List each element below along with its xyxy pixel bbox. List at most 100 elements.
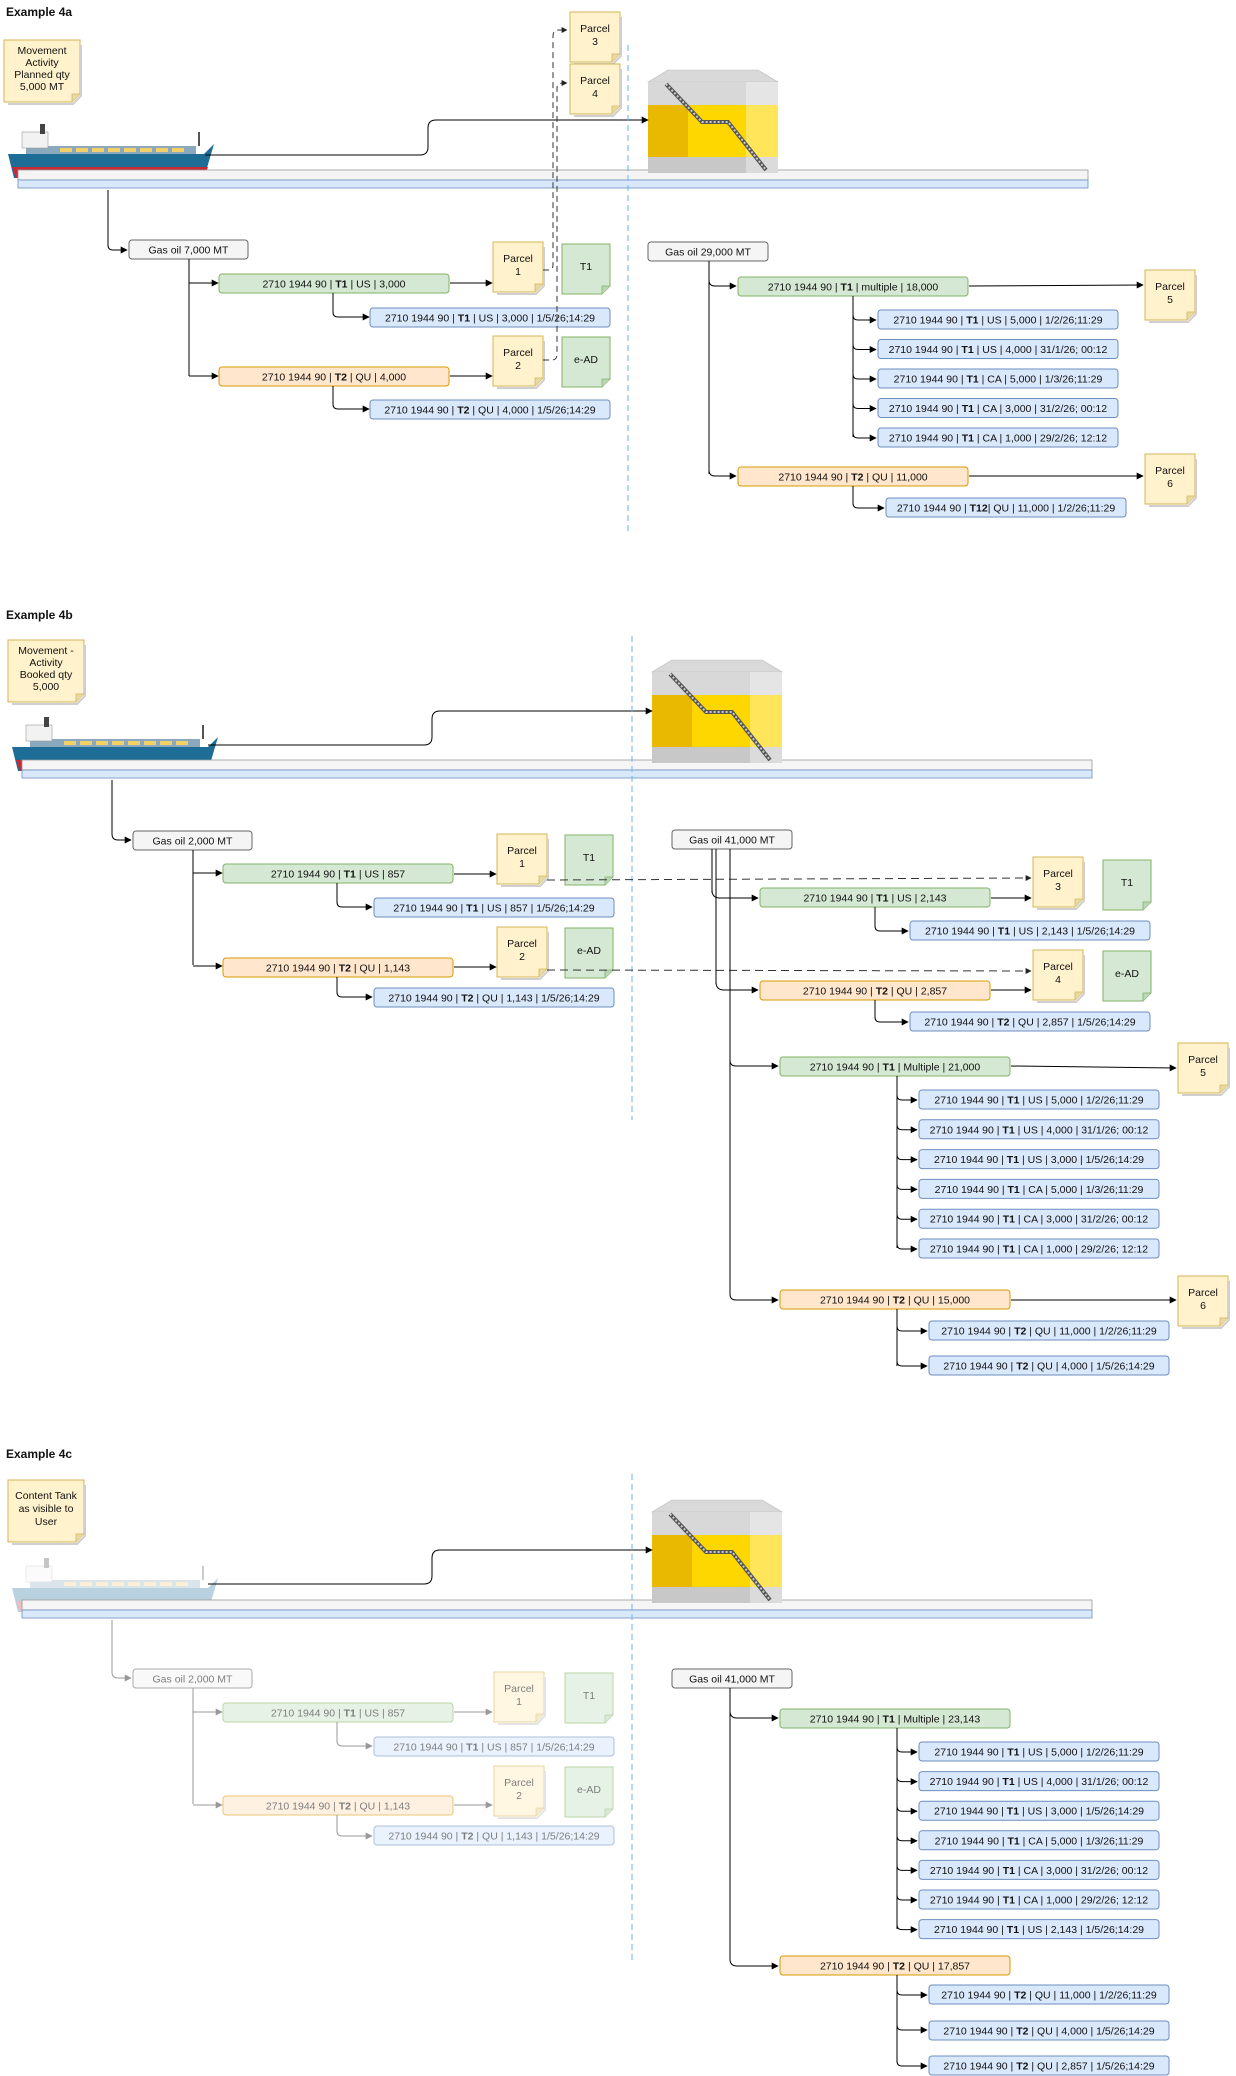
- line-t1-detail[interactable]: 2710 1944 90 | T1 | CA | 1,000 | 29/2/26…: [918, 1238, 1160, 1259]
- box-bg: [928, 2055, 1170, 2076]
- line-t1-detail[interactable]: 2710 1944 90 | T1 | US | 5,000 | 1/2/26;…: [918, 1741, 1160, 1762]
- doc-t1[interactable]: T1: [564, 834, 614, 886]
- line-t1-us-detail[interactable]: 2710 1944 90 | T1 | US | 857 | 1/5/26;14…: [373, 897, 615, 918]
- line-t2-qu-tank[interactable]: 2710 1944 90 | T2 | QU | 2,857: [759, 980, 991, 1001]
- line-t2-detail[interactable]: 2710 1944 90 | T2 | QU | 4,000 | 1/5/26;…: [928, 1355, 1170, 1376]
- box-label: 2710 1944 90 | T1 | CA | 5,000 | 1/3/26;…: [935, 1835, 1144, 1847]
- line-t2-detail[interactable]: 2710 1944 90 | T2 | QU | 11,000 | 1/2/26…: [928, 1984, 1170, 2005]
- doc-ead-tank[interactable]: e-AD: [1102, 950, 1152, 1002]
- box-text-part: 2710 1944 90 |: [934, 1806, 1007, 1818]
- line-t1-detail[interactable]: 2710 1944 90 | T1 | CA | 3,000 | 31/2/26…: [918, 1208, 1160, 1229]
- box-text-part: 2710 1944 90 |: [897, 503, 970, 515]
- line-t1-us-tank[interactable]: 2710 1944 90 | T1 | US | 2,143: [759, 887, 991, 908]
- arrow: [332, 403, 370, 413]
- doc-ead[interactable]: e-AD: [564, 1766, 614, 1818]
- line-t2-qu[interactable]: 2710 1944 90 | T2 | QU | 1,143: [222, 957, 454, 978]
- line-t1-detail[interactable]: 2710 1944 90 | T1 | US | 5,000 | 1/2/26;…: [877, 309, 1119, 330]
- line-t1-detail[interactable]: 2710 1944 90 | T1 | US | 3,000 | 1/5/26;…: [918, 1149, 1160, 1170]
- arrow: [896, 1214, 918, 1223]
- doc-ead[interactable]: e-AD: [564, 927, 614, 979]
- section-title: Example 4c: [6, 1447, 72, 1461]
- box-text-part: 2710 1944 90 |: [930, 1124, 1003, 1136]
- line-t1-detail[interactable]: 2710 1944 90 | T1 | US | 5,000 | 1/2/26;…: [918, 1089, 1160, 1110]
- line-t1-detail[interactable]: 2710 1944 90 | T1 | CA | 5,000 | 1/3/26;…: [877, 368, 1119, 389]
- line-t1-detail[interactable]: 2710 1944 90 | T1 | CA | 1,000 | 29/2/26…: [877, 427, 1119, 448]
- line-t2-qu-detail[interactable]: 2710 1944 90 | T2 | QU | 1,143 | 1/5/26;…: [373, 987, 615, 1008]
- line-t2-detail[interactable]: 2710 1944 90 | T2 | QU | 2,857 | 1/5/26;…: [928, 2055, 1170, 2076]
- box-text-part: 2710 1944 90 |: [393, 903, 466, 915]
- parcel-label: Parcel: [503, 347, 533, 359]
- parcel-label: Parcel: [1188, 1287, 1218, 1299]
- line-t2-qu[interactable]: 2710 1944 90 | T2 | QU | 1,143: [222, 1795, 454, 1816]
- line-t1-detail[interactable]: 2710 1944 90 | T1 | US | 4,000 | 31/1/26…: [918, 1119, 1160, 1140]
- hatch: [112, 1582, 124, 1586]
- line-t2-qu-tank[interactable]: 2710 1944 90 | T2 | QU | 11,000: [737, 466, 969, 487]
- line-t2-qu-detail[interactable]: 2710 1944 90 | T2 | QU | 4,000 | 1/5/26;…: [369, 399, 611, 420]
- box-text-part: | US | 2,143 | 1/5/26;14:29: [1019, 1924, 1144, 1936]
- doc-ead[interactable]: e-AD: [561, 336, 611, 388]
- line-t1-us[interactable]: 2710 1944 90 | T1 | US | 857: [222, 1702, 454, 1723]
- line-t1-multiple[interactable]: 2710 1944 90 | T1 | multiple | 18,000: [737, 276, 969, 297]
- line-t1-multiple[interactable]: 2710 1944 90 | T1 | Multiple | 21,000: [779, 1056, 1011, 1077]
- customs-status: T2: [1016, 1361, 1028, 1373]
- parcel-note-shadow: [1149, 275, 1197, 323]
- parcel-note-shadow: [1149, 459, 1197, 507]
- hatch: [128, 1582, 140, 1586]
- line-t2-qu-detail[interactable]: 2710 1944 90 | T2 | QU | 1,143 | 1/5/26;…: [373, 1825, 615, 1846]
- line-t1-detail[interactable]: 2710 1944 90 | T1 | CA | 5,000 | 1/3/26;…: [918, 1830, 1160, 1851]
- funnel: [44, 717, 49, 727]
- line-t1-detail[interactable]: 2710 1944 90 | T1 | CA | 1,000 | 29/2/26…: [918, 1889, 1160, 1910]
- line-t2-qu-multiple[interactable]: 2710 1944 90 | T2 | QU | 17,857: [779, 1955, 1011, 1976]
- doc-t1[interactable]: T1: [564, 1672, 614, 1724]
- note-line: 5,000: [33, 681, 59, 693]
- line-t1-multiple[interactable]: 2710 1944 90 | T1 | Multiple | 23,143: [779, 1708, 1011, 1729]
- line-t1-detail[interactable]: 2710 1944 90 | T1 | US | 4,000 | 31/1/26…: [877, 339, 1119, 359]
- line-t2-qu-tank-detail[interactable]: 2710 1944 90 | T2 | QU | 2,857 | 1/5/26;…: [909, 1011, 1151, 1032]
- box-text-part: 2710 1944 90 |: [820, 1961, 893, 1973]
- box-text-part: 2710 1944 90 |: [889, 403, 962, 415]
- line-t1-us-detail[interactable]: 2710 1944 90 | T1 | US | 857 | 1/5/26;14…: [373, 1736, 615, 1757]
- line-t2-detail[interactable]: 2710 1944 90 | T2 | QU | 11,000 | 1/2/26…: [928, 1320, 1170, 1341]
- doc-t1[interactable]: T1: [561, 243, 611, 295]
- customs-status: T1: [966, 315, 978, 327]
- parcel-note-shadow: [501, 932, 549, 980]
- arrow: [896, 1894, 918, 1904]
- doc-label: T1: [583, 1690, 595, 1702]
- line-t2-qu-multiple[interactable]: 2710 1944 90 | T2 | QU | 15,000: [779, 1289, 1011, 1310]
- line-t12-detail[interactable]: 2710 1944 90 | T12| QU | 11,000 | 1/2/26…: [885, 497, 1127, 518]
- line-t2-detail[interactable]: 2710 1944 90 | T2 | QU | 4,000 | 1/5/26;…: [928, 2020, 1170, 2041]
- line-t1-detail[interactable]: 2710 1944 90 | T1 | CA | 3,000 | 31/2/26…: [918, 1859, 1160, 1880]
- doc-t1-tank[interactable]: T1: [1102, 859, 1152, 911]
- box-text-part: | US | 2,143: [889, 893, 947, 905]
- line-t1-detail[interactable]: 2710 1944 90 | T1 | US | 4,000 | 31/1/26…: [918, 1771, 1160, 1792]
- section-title: Example 4b: [6, 608, 73, 622]
- line-t1-us[interactable]: 2710 1944 90 | T1 | US | 857: [222, 863, 454, 884]
- line-t1-detail[interactable]: 2710 1944 90 | T1 | US | 2,143 | 1/5/26;…: [918, 1919, 1160, 1940]
- line-t2-qu[interactable]: 2710 1944 90 | T2 | QU | 4,000: [218, 366, 450, 387]
- arrow: [715, 981, 759, 994]
- box-label: 2710 1944 90 | T2 | QU | 4,000 | 1/5/26;…: [943, 1361, 1154, 1373]
- box-label: 2710 1944 90 | T1 | Multiple | 23,143: [810, 1714, 981, 1726]
- line-t1-detail[interactable]: 2710 1944 90 | T1 | US | 3,000 | 1/5/26;…: [918, 1800, 1160, 1821]
- line-t1-detail[interactable]: 2710 1944 90 | T1 | CA | 3,000 | 31/2/26…: [877, 398, 1119, 418]
- line-t1-detail[interactable]: 2710 1944 90 | T1 | CA | 5,000 | 1/3/26;…: [918, 1178, 1160, 1199]
- line-t1-us[interactable]: 2710 1944 90 | T1 | US | 3,000: [218, 273, 450, 294]
- line-t1-us-tank-detail[interactable]: 2710 1944 90 | T1 | US | 2,143 | 1/5/26;…: [909, 920, 1151, 941]
- line-t1-us-detail[interactable]: 2710 1944 90 | T1 | US | 3,000 | 1/5/26;…: [369, 307, 611, 328]
- tank-stairs-steps: [669, 1513, 771, 1601]
